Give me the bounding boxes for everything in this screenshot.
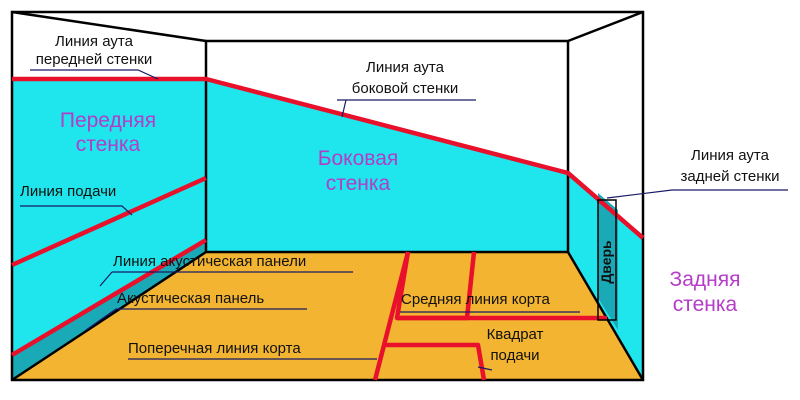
front-out-line-label-line2: передней стенки (36, 51, 153, 68)
side-out-line-label-line2: боковой стенки (352, 80, 458, 97)
side-out-line-label-line1: Линия аута (366, 59, 445, 76)
tin-panel-front (12, 240, 206, 380)
tin-panel-label: Акустическая панель (117, 290, 264, 307)
front-wall-title-line2: стенка (76, 133, 141, 156)
back-wall-title-line1: Задняя (670, 268, 741, 291)
out-line (12, 76, 645, 240)
side-out-line-pointer-tip (341, 99, 347, 118)
side-wall-title-line1: Боковая (318, 147, 399, 170)
court-floor (12, 252, 643, 380)
front-out-line-pointer (30, 69, 159, 80)
service-line-label: Линия подачи (20, 183, 116, 200)
middle-court-line-label: Средняя линия корта (401, 291, 551, 308)
service-box-label-line1: Квадрат (487, 326, 544, 343)
tin-panel-pointer-tip (85, 308, 117, 331)
back-out-line-label-line1: Линия аута (691, 147, 770, 164)
back-out-line-label-line2: задней стенки (681, 168, 780, 185)
tin-panel-back (598, 193, 618, 330)
back-wall-title-line2: стенка (673, 293, 738, 316)
door-label: Дверь (598, 240, 614, 284)
court-lines (10, 76, 645, 381)
tin-line-label: Линия акустическая панели (113, 253, 306, 270)
service-box-pointer (477, 366, 493, 371)
service-line (11, 175, 207, 268)
side-wall (206, 79, 568, 252)
court-outline (10, 10, 645, 382)
front-out-line-label-line1: Линия аута (55, 33, 134, 50)
front-wall (12, 79, 206, 380)
leader-lines (20, 69, 788, 371)
tin-line-pointer-tip (99, 271, 113, 287)
front-wall-title-line1: Передняя (60, 109, 156, 132)
tin-line-front (10, 238, 208, 357)
service-box-label-line2: подачи (490, 347, 539, 364)
short-line-label: Поперечная линия корта (128, 340, 301, 357)
service-line-pointer (20, 205, 133, 216)
side-wall-title-line2: стенка (326, 172, 391, 195)
back-out-line-pointer (606, 189, 788, 199)
door (597, 199, 617, 321)
